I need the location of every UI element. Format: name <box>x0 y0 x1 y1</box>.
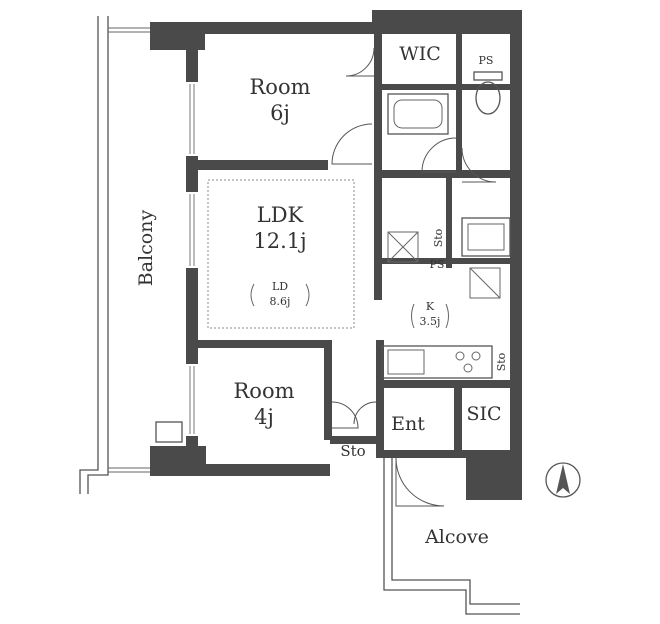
ldk-name: LDK <box>257 203 304 227</box>
balcony-label: Balcony <box>135 210 157 287</box>
room6-name: Room <box>249 75 310 99</box>
k-name: K <box>426 300 435 313</box>
sto-upper-label: Sto <box>432 228 445 247</box>
k-paren-left <box>411 303 415 329</box>
sto-bottom-label: Sto <box>340 442 365 460</box>
ent-label: Ent <box>391 413 425 435</box>
ps-mid-label: PS <box>430 258 445 271</box>
walls <box>150 10 522 500</box>
north-arrow-icon <box>545 462 581 498</box>
room4-name: Room <box>233 379 294 403</box>
balcony-outline <box>79 16 150 494</box>
windows <box>189 84 195 434</box>
ld-paren-right <box>305 283 310 307</box>
k-paren-right <box>445 303 449 329</box>
room4-size: 4j <box>254 405 274 429</box>
ld-name: LD <box>272 280 288 293</box>
alcove-label: Alcove <box>424 526 489 548</box>
doors <box>331 47 497 507</box>
ld-size: 8.6j <box>270 295 291 308</box>
ps-top-label: PS <box>479 54 494 67</box>
sto-kitchen-label: Sto <box>495 352 508 371</box>
ldk-size: 12.1j <box>253 229 306 253</box>
fixtures <box>155 71 511 443</box>
k-size: 3.5j <box>420 315 441 328</box>
ld-paren-left <box>250 283 255 307</box>
wic-label: WIC <box>399 43 441 65</box>
sic-label: SIC <box>466 403 501 425</box>
alcove-outline <box>383 458 520 615</box>
room6-size: 6j <box>270 101 290 125</box>
